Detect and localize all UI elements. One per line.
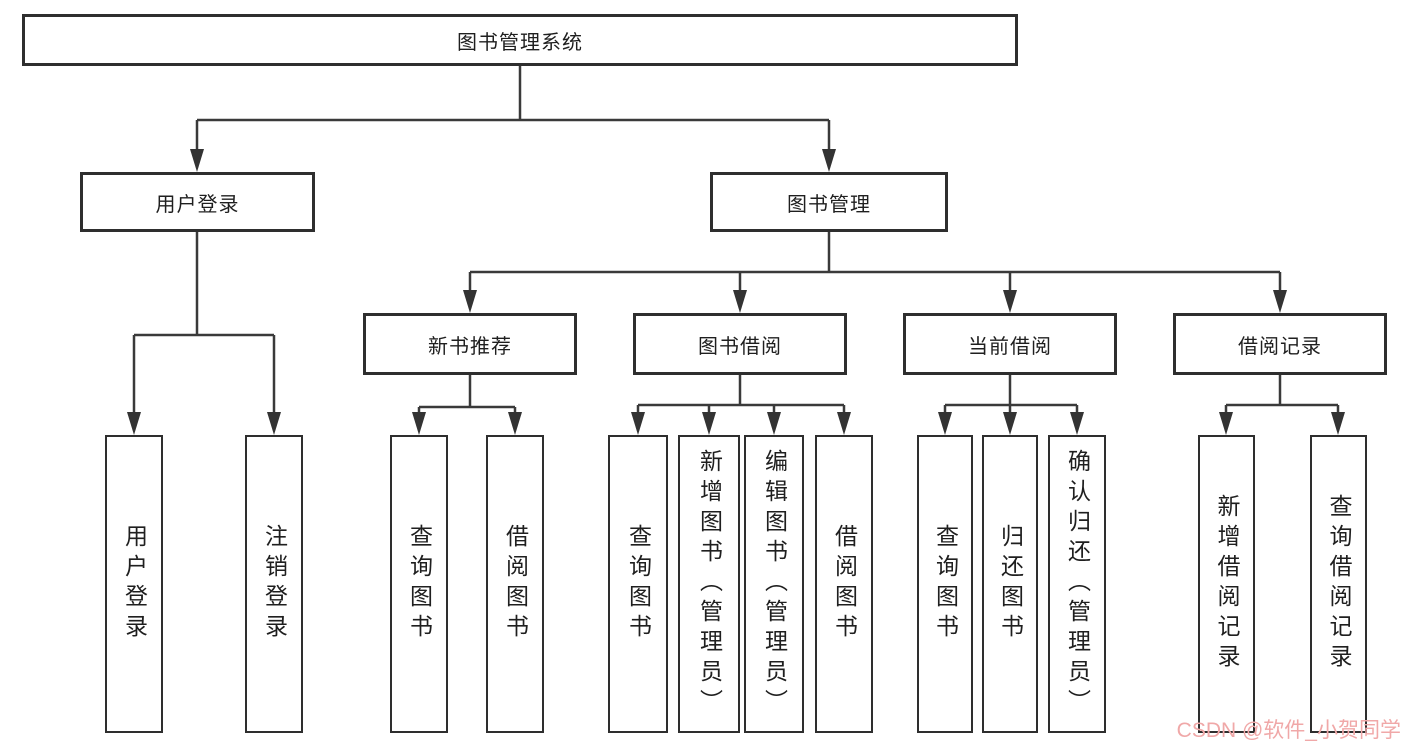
node-book-management-module: 图书管理 — [710, 172, 948, 232]
connector-bookborrow-to-leaves — [636, 375, 846, 414]
node-book-borrowing: 图书借阅 — [633, 313, 847, 375]
arrowhead-icon — [1273, 290, 1287, 313]
node-new-book-recommendation-label: 新书推荐 — [428, 335, 512, 358]
leaf-borrow-books-borrowing: 借阅图书 — [815, 435, 873, 733]
node-root-system-label: 图书管理系统 — [457, 31, 583, 54]
leaf-borrow-books-borrowing-label: 借阅图书 — [831, 524, 858, 644]
leaf-query-borrow-record-label: 查询借阅记录 — [1326, 494, 1352, 674]
leaf-confirm-return-admin: 确认归还（管理员） — [1048, 435, 1106, 733]
arrowhead-icon — [1003, 412, 1017, 435]
arrowhead-icon — [822, 149, 836, 172]
node-user-login-module: 用户登录 — [80, 172, 315, 232]
leaf-return-books: 归还图书 — [982, 435, 1038, 733]
arrowhead-icon — [267, 412, 281, 435]
arrowhead-icon — [767, 412, 781, 435]
arrowhead-icon — [631, 412, 645, 435]
leaf-edit-book-admin: 编辑图书（管理员） — [744, 435, 804, 733]
leaf-logout-label: 注销登录 — [261, 524, 288, 644]
arrowhead-icon — [412, 412, 426, 435]
node-borrowing-records-label: 借阅记录 — [1238, 335, 1322, 358]
leaf-query-borrow-record: 查询借阅记录 — [1310, 435, 1367, 733]
arrowhead-icon — [463, 290, 477, 313]
leaf-query-books-newbook-label: 查询图书 — [406, 524, 433, 644]
arrowhead-icon — [1070, 412, 1084, 435]
connector-userlogin-to-leaves — [132, 232, 276, 414]
leaf-query-books-current-label: 查询图书 — [932, 524, 959, 644]
node-root-system: 图书管理系统 — [22, 14, 1018, 66]
node-new-book-recommendation: 新书推荐 — [363, 313, 577, 375]
leaf-add-borrow-record: 新增借阅记录 — [1198, 435, 1255, 733]
arrowhead-icon — [938, 412, 952, 435]
connector-bookmgmt-to-level3 — [468, 232, 1282, 292]
leaf-user-login: 用户登录 — [105, 435, 163, 733]
leaf-confirm-return-admin-label: 确认归还（管理员） — [1064, 449, 1091, 719]
csdn-watermark: CSDN @软件_小贺同学 — [1176, 719, 1401, 742]
connector-curborrow-to-leaves — [943, 375, 1079, 414]
leaf-edit-book-admin-label: 编辑图书（管理员） — [761, 449, 788, 719]
arrowhead-icon — [190, 149, 204, 172]
leaf-query-books-borrowing-label: 查询图书 — [625, 524, 652, 644]
connector-borrowrec-to-leaves — [1224, 375, 1340, 414]
arrowhead-icon — [1003, 290, 1017, 313]
leaf-user-login-label: 用户登录 — [121, 524, 148, 644]
leaf-add-book-admin-label: 新增图书（管理员） — [696, 449, 723, 719]
leaf-return-books-label: 归还图书 — [997, 524, 1024, 644]
arrowhead-icon — [127, 412, 141, 435]
node-user-login-module-label: 用户登录 — [155, 193, 240, 216]
connector-root-to-level2 — [195, 66, 831, 152]
leaf-query-books-newbook: 查询图书 — [390, 435, 448, 733]
arrowhead-icon — [1219, 412, 1233, 435]
arrowhead-icon — [733, 290, 747, 313]
arrowhead-icon — [508, 412, 522, 435]
arrowhead-icon — [837, 412, 851, 435]
node-current-borrowing: 当前借阅 — [903, 313, 1117, 375]
node-book-management-module-label: 图书管理 — [787, 193, 871, 216]
arrowhead-icon — [1331, 412, 1345, 435]
leaf-query-books-borrowing: 查询图书 — [608, 435, 668, 733]
leaf-borrow-books-newbook: 借阅图书 — [486, 435, 544, 733]
leaf-logout: 注销登录 — [245, 435, 303, 733]
leaf-add-book-admin: 新增图书（管理员） — [678, 435, 740, 733]
leaf-borrow-books-newbook-label: 借阅图书 — [502, 524, 529, 644]
arrowhead-icon — [702, 412, 716, 435]
node-current-borrowing-label: 当前借阅 — [968, 335, 1052, 358]
node-book-borrowing-label: 图书借阅 — [698, 335, 782, 358]
connector-newbook-to-leaves — [417, 375, 517, 414]
node-borrowing-records: 借阅记录 — [1173, 313, 1387, 375]
leaf-query-books-current: 查询图书 — [917, 435, 973, 733]
leaf-add-borrow-record-label: 新增借阅记录 — [1214, 494, 1240, 674]
